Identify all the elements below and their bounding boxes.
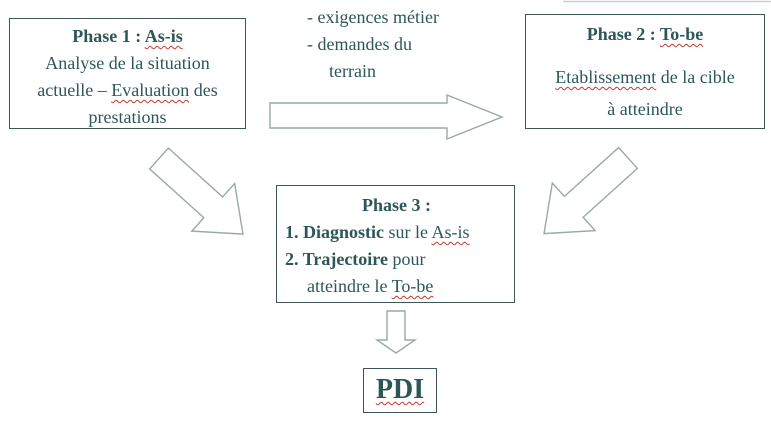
misspelled-word: As-is [431,222,470,242]
phase3-item1: 1. Diagnostic sur le As-is [285,222,470,242]
phase1-body-line2: actuelle – Evaluation des [37,80,218,100]
phase3-box: Phase 3 : 1. Diagnostic sur le As-is 2. … [276,185,515,303]
phase2-box: Phase 2 : To-be Etablissement de la cibl… [525,14,765,129]
phase2-body: Etablissement de la cible à atteindre [526,61,764,125]
annotation-line2: - demandes du [307,34,412,54]
pdi-box: PDI [363,368,437,413]
phase2-body-line1: Etablissement de la cible [555,67,735,87]
phase3-title: Phase 3 : [362,195,431,215]
misspelled-word: To-be [391,276,434,296]
arrow-phase2-to-phase3-icon [543,146,639,235]
pdi-label: PDI [375,374,425,405]
phase1-box: Phase 1 : As-is Analyse de la situation … [9,18,246,129]
phase1-title: Phase 1 : As-is [72,26,183,46]
phase2-body-line2: à atteindre [607,99,683,119]
phase1-body-line1: Analyse de la situation [45,53,210,73]
misspelled-word: As-is [144,26,183,46]
annotation-line3: terrain [329,61,376,81]
misspelled-word: Evaluation [111,80,190,100]
misspelled-word: To-be [659,24,704,44]
phase3-item2-continuation: atteindre le To-be [307,276,434,296]
arrow-phase1-to-phase3-icon [148,147,244,235]
requirements-annotation: - exigences métier - demandes du terrain [307,4,439,85]
phase2-title: Phase 2 : To-be [586,24,704,44]
misspelled-word: Etablissement [555,67,657,87]
arrow-phase3-to-pdi-icon [374,310,418,354]
arrow-phase1-to-phase2-icon [269,93,504,141]
annotation-line1: - exigences métier [307,7,439,27]
phase1-body-line3: prestations [88,107,167,127]
phase3-item2: 2. Trajectoire pour [285,249,426,269]
